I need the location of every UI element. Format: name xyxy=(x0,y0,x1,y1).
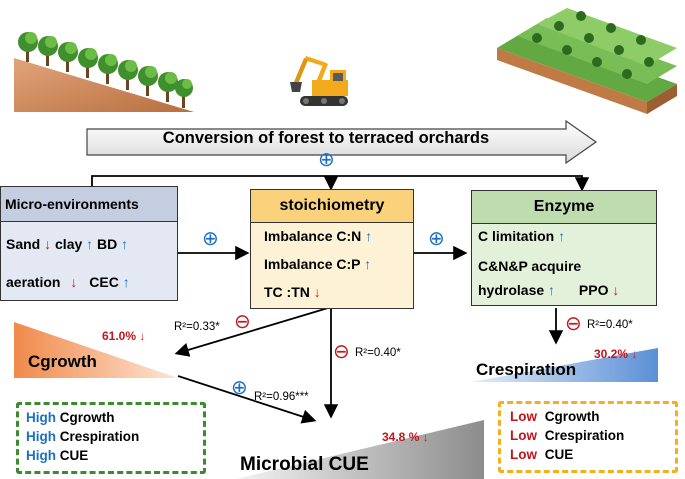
legend-low-list: Low Cgrowth Low Crespiration Low CUE xyxy=(510,407,624,464)
legend-low-item: Low CUE xyxy=(510,445,624,464)
crespiration-pct: 30.2% ↓ xyxy=(594,347,637,361)
down-arrow-icon: ↓ xyxy=(70,274,78,290)
crespiration-wedge xyxy=(471,348,658,382)
high-word: High xyxy=(26,448,56,463)
imbalance-cp-label: Imbalance C:P xyxy=(264,256,361,272)
cgrowth-pct-value: 61.0% xyxy=(102,329,137,343)
plus-sign-icon: ⊕ xyxy=(318,149,335,171)
minus-sign-icon: ⊖ xyxy=(333,341,350,363)
down-arrow-icon: ↓ xyxy=(631,347,638,361)
micro-row-1: Sand ↓ clay ↑ BD ↑ xyxy=(6,236,128,252)
legend-high-item: High CUE xyxy=(26,446,139,465)
minus-sign-icon: ⊖ xyxy=(565,313,582,335)
r2-cgrowth-label: R²=0.33* xyxy=(174,321,220,333)
up-arrow-icon: ↑ xyxy=(558,228,566,244)
micro-header: Micro-environments xyxy=(1,187,177,222)
down-arrow-icon: ↓ xyxy=(44,236,52,252)
down-arrow-icon: ↓ xyxy=(612,282,620,298)
legend-low-cgrowth: Cgrowth xyxy=(544,409,600,424)
cue-wedge xyxy=(236,420,484,479)
down-arrow-icon: ↓ xyxy=(139,329,146,343)
legend-low-crespiration: Crespiration xyxy=(544,428,625,443)
up-arrow-icon: ↑ xyxy=(122,274,130,290)
cgrowth-wedge xyxy=(14,322,178,378)
hydrolase-label: hydrolase xyxy=(478,282,545,298)
up-arrow-icon: ↑ xyxy=(121,236,129,252)
micro-environments-box: Micro-environments xyxy=(0,186,178,301)
cue-pct: 34.8 % ↓ xyxy=(382,430,429,444)
enzyme-cnp-row: C&N&P acquire xyxy=(478,258,581,274)
terraced-orchard-icon xyxy=(497,8,677,114)
plus-sign-icon: ⊕ xyxy=(231,377,248,399)
legend-high-list: High Cgrowth High Crespiration High CUE xyxy=(26,408,139,465)
crespiration-pct-value: 30.2% xyxy=(594,347,629,361)
minus-sign-icon: ⊖ xyxy=(234,311,251,333)
cec-label: CEC xyxy=(89,274,119,290)
low-word: Low xyxy=(510,409,537,424)
excavator-icon xyxy=(290,56,348,106)
legend-high-item: High Crespiration xyxy=(26,427,139,446)
imbalance-cn-label: Imbalance C:N xyxy=(264,228,362,244)
legend-high-cue: CUE xyxy=(59,448,89,463)
forest-slope-icon xyxy=(14,32,194,112)
bd-label: BD xyxy=(97,236,118,252)
up-arrow-icon: ↑ xyxy=(86,236,94,252)
cnp-acquire-label: C&N&P acquire xyxy=(478,258,582,274)
legend-low-item: Low Cgrowth xyxy=(510,407,624,426)
legend-low-item: Low Crespiration xyxy=(510,426,624,445)
cgrowth-pct: 61.0% ↓ xyxy=(102,329,145,343)
stoich-cp-row: Imbalance C:P ↑ xyxy=(264,256,371,272)
legend-high-box xyxy=(16,402,206,474)
aeration-label: aeration xyxy=(6,274,61,290)
legend-high-item: High Cgrowth xyxy=(26,408,139,427)
legend-low-cue: CUE xyxy=(544,447,574,462)
stoich-header: stoichiometry xyxy=(251,190,413,223)
legend-high-cgrowth: Cgrowth xyxy=(59,410,115,425)
plus-sign-icon: ⊕ xyxy=(428,228,445,250)
enzyme-climit-row: C limitation ↑ xyxy=(478,228,565,244)
c-limitation-label: C limitation xyxy=(478,228,555,244)
r2-cgrowth-cue-label: R²=0.96*** xyxy=(254,391,309,403)
sand-label: Sand xyxy=(6,236,41,252)
micro-row-2: aeration ↓ CEC ↑ xyxy=(6,274,130,290)
ppo-label: PPO xyxy=(578,282,609,298)
r2-crespiration-label: R²=0.40* xyxy=(587,319,633,331)
legend-low-box xyxy=(498,401,678,473)
low-word: Low xyxy=(510,447,537,462)
stoich-title: stoichiometry xyxy=(279,197,385,214)
enzyme-title: Enzyme xyxy=(533,198,595,215)
down-arrow-icon: ↓ xyxy=(313,284,321,300)
up-arrow-icon: ↑ xyxy=(548,282,556,298)
plus-sign-icon: ⊕ xyxy=(202,228,219,250)
clay-label: clay xyxy=(55,236,83,252)
high-word: High xyxy=(26,429,56,444)
cgrowth-label: Cgrowth xyxy=(28,352,97,371)
stoich-tctn-row: TC :TN ↓ xyxy=(264,284,321,300)
micro-title: Micro-environments xyxy=(5,196,139,212)
legend-high-crespiration: Crespiration xyxy=(59,429,140,444)
microbial-cue-label: Microbial CUE xyxy=(240,454,369,475)
r2-cue-label: R²=0.40* xyxy=(355,347,401,359)
crespiration-label: Crespiration xyxy=(476,360,577,379)
up-arrow-icon: ↑ xyxy=(365,228,373,244)
stoich-cn-row: Imbalance C:N ↑ xyxy=(264,228,372,244)
cue-pct-value: 34.8 % xyxy=(382,430,420,444)
tc-tn-label: TC :TN xyxy=(264,284,310,300)
enzyme-box: Enzyme xyxy=(471,190,657,306)
up-arrow-icon: ↑ xyxy=(364,256,372,272)
down-arrow-icon: ↓ xyxy=(422,430,429,444)
low-word: Low xyxy=(510,428,537,443)
enzyme-hydrolase-row: hydrolase ↑ PPO ↓ xyxy=(478,282,619,298)
banner-title: Conversion of forest to terraced orchard… xyxy=(162,129,490,147)
enzyme-header: Enzyme xyxy=(472,191,656,224)
high-word: High xyxy=(26,410,56,425)
banner-arrow-shape xyxy=(86,120,598,164)
stoichiometry-box: stoichiometry xyxy=(250,189,414,309)
